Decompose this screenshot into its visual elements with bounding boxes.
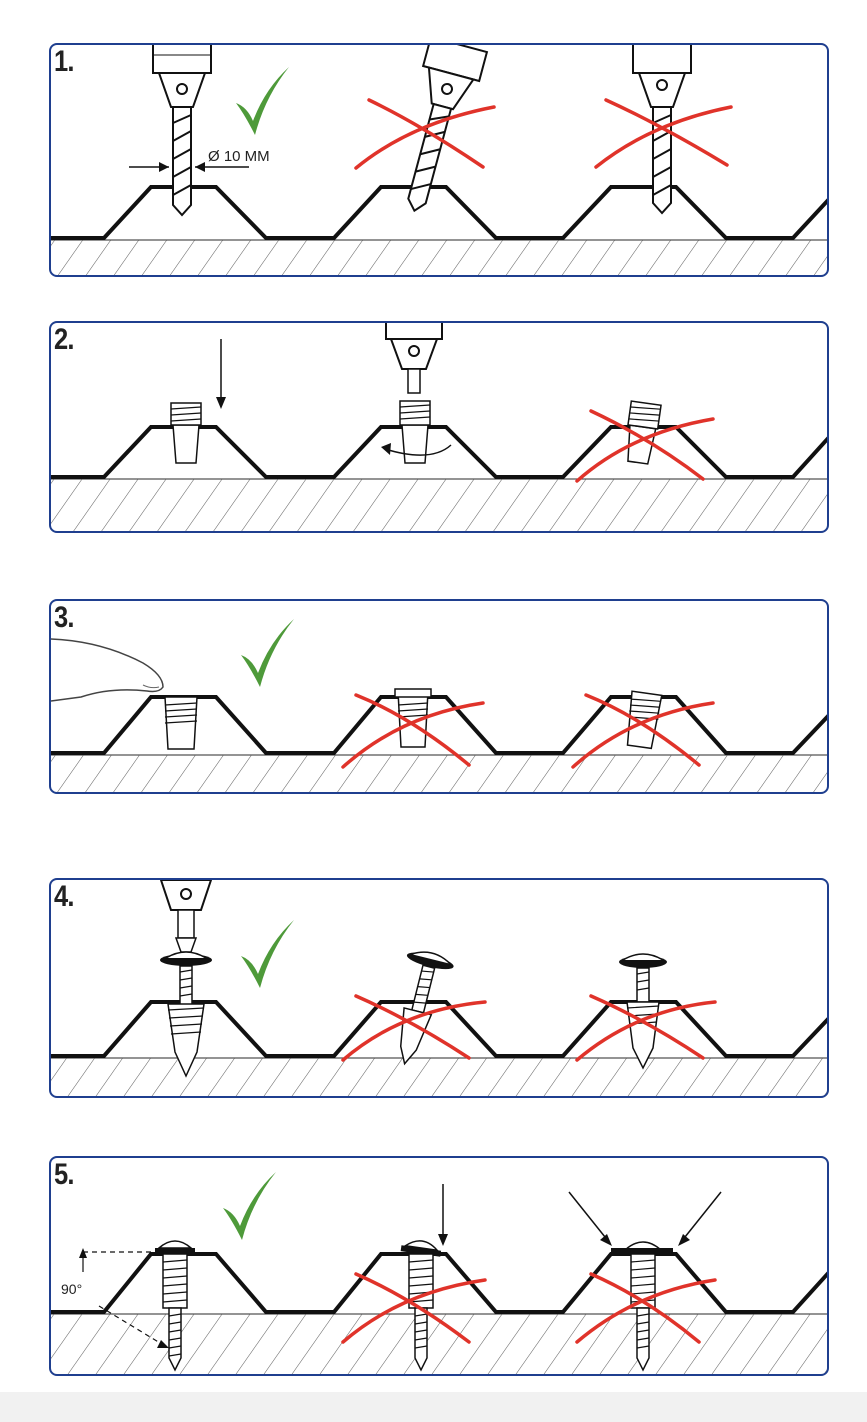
drill-diameter-label: Ø 10 MM — [208, 148, 270, 165]
step-2-panel: 2. — [49, 321, 829, 533]
red-cross-icon — [341, 994, 487, 1062]
red-cross-icon — [571, 693, 715, 769]
red-cross-icon — [341, 1272, 487, 1344]
substrate-hatch — [51, 240, 827, 275]
diameter-indicator — [129, 162, 249, 172]
checkmark-icon — [223, 1172, 276, 1240]
finger-icon — [51, 638, 164, 702]
red-cross-icon — [354, 98, 496, 170]
step-1-panel: Ø 10 MM 1. — [49, 43, 829, 277]
anchor-plug — [170, 402, 202, 464]
screw-icon — [160, 951, 212, 1078]
corrugated-sheet — [51, 185, 827, 240]
drill-icon — [632, 45, 692, 215]
step-number: 5. — [54, 1158, 74, 1191]
step-4-panel: 4. — [49, 878, 829, 1098]
screw-icon — [155, 1240, 195, 1372]
angle-label: 90° — [61, 1281, 82, 1297]
arrow-icon — [678, 1191, 722, 1246]
step-number: 1. — [54, 45, 74, 78]
step-number: 2. — [54, 323, 74, 356]
red-cross-icon — [575, 994, 717, 1062]
drill-icon — [152, 45, 212, 217]
red-cross-icon — [594, 98, 733, 169]
step-2-illustration — [51, 323, 827, 531]
corrugated-sheet — [51, 1000, 827, 1058]
anchor-plug — [164, 696, 198, 750]
step-3-panel: 3. — [49, 599, 829, 794]
screw-icon — [611, 1241, 673, 1372]
screw-icon — [400, 1240, 442, 1372]
anchor-plug — [399, 400, 431, 464]
step-1-illustration: Ø 10 MM — [51, 45, 827, 275]
red-cross-icon — [575, 1272, 717, 1344]
arrow-icon — [568, 1191, 612, 1246]
drill-icon — [159, 880, 213, 953]
angle-indicator — [79, 1248, 169, 1348]
step-4-illustration — [51, 880, 827, 1096]
anchor-plug — [626, 690, 663, 750]
red-cross-icon — [575, 409, 715, 483]
arrow-icon — [216, 339, 226, 409]
red-cross-icon — [341, 693, 485, 769]
drill-icon — [407, 45, 489, 213]
checkmark-icon — [241, 619, 294, 687]
screw-icon — [399, 951, 454, 1066]
step-number: 3. — [54, 601, 74, 634]
checkmark-icon — [236, 67, 289, 135]
rotation-arrow-icon — [381, 443, 452, 456]
step-5-panel: 90° — [49, 1156, 829, 1376]
checkmark-icon — [241, 920, 294, 988]
anchor-plug — [394, 688, 432, 748]
drill-icon — [385, 323, 443, 394]
step-5-illustration: 90° — [51, 1172, 827, 1374]
step-3-illustration — [51, 619, 827, 792]
arrow-icon — [438, 1184, 448, 1246]
bottom-strip — [0, 1392, 867, 1422]
step-number: 4. — [54, 880, 74, 913]
